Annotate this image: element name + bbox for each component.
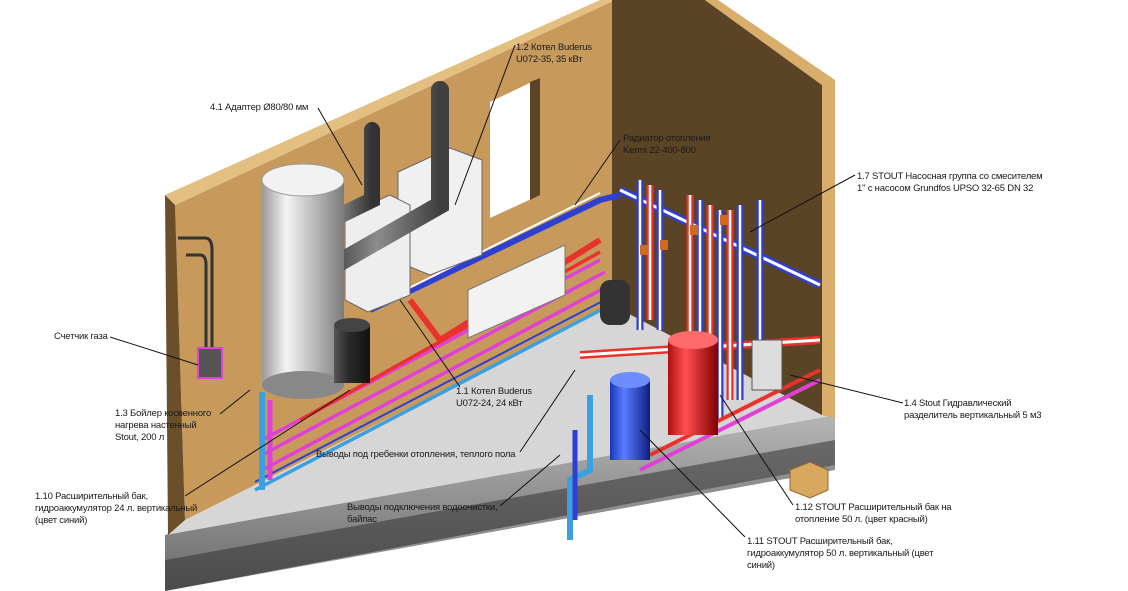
label-hydro-separator: 1.4 Stout Гидравлический разделитель вер… [904,398,1042,421]
hydraulic-separator [751,339,783,391]
window-opening [490,78,540,218]
water-heater-tank [261,163,345,399]
label-gas-meter: Счетчик газа [54,331,108,342]
floor [165,305,835,535]
label-adapter: 4.1 Адаптер Ø80/80 мм [210,102,309,113]
label-water-heater: 1.3 Бойлер косвенного нагрева настенный … [115,408,212,443]
label-pump-group: 1.7 STOUT Насосная группа со смесителем … [857,171,1043,194]
label-boiler-35: 1.2 Котел Buderus U072-35, 35 кВт [516,42,592,65]
radiator [467,244,566,339]
floor-slab-base [165,440,835,591]
label-exp-tank-water-50: 1.11 STOUT Расширительный бак, гидроакку… [747,536,934,571]
label-boiler-24: 1.1 Котел Buderus U072-24, 24 кВт [456,386,532,409]
leader-lines [109,44,904,538]
back-wall-top [165,0,615,205]
side-wall [612,0,822,415]
back-wall-edge [165,195,185,535]
floor-box [789,461,829,499]
pump-group [600,215,728,325]
expansion-tank-24 [334,318,370,383]
label-exp-tank-heating-50: 1.12 STOUT Расширительный бак на отоплен… [795,502,952,525]
window-reveal [530,78,540,200]
label-water-treatment: Выводы подключения водоочистки, байпас [347,502,498,525]
expansion-tank-water-50 [610,372,650,460]
gas-line [178,236,214,355]
label-heating-outputs: Выводы под гребенки отопления, теплого п… [316,449,516,460]
label-radiator: Радиатор отопления Kermi 22-400-800 [623,133,711,156]
side-wall-edge [705,0,835,418]
gas-meter [197,347,223,379]
expansion-tank-heating-50 [668,331,718,435]
label-exp-tank-24: 1.10 Расширительный бак, гидроаккумулято… [35,491,198,526]
